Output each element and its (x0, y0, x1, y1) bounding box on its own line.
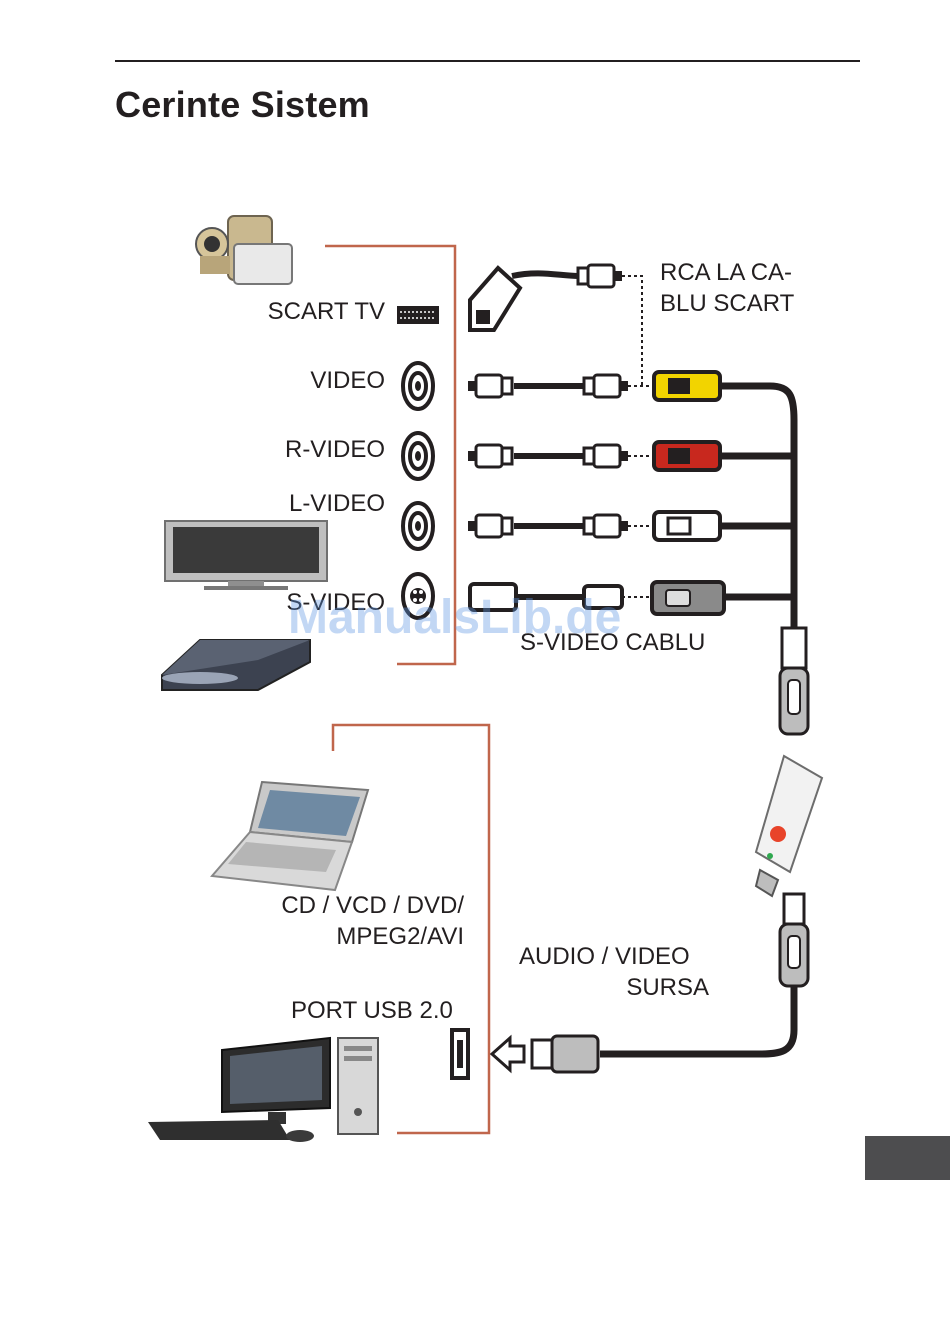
usb-port-icon (452, 1030, 468, 1078)
tv-icon (165, 521, 327, 590)
watermark: ManualsLib.de (288, 590, 621, 645)
label-source-2: SURSA (519, 973, 709, 1003)
page-tab (865, 1136, 950, 1180)
cable-row-r-video (468, 442, 792, 470)
scart-plug-icon (470, 265, 642, 386)
cable-row-video (468, 372, 770, 400)
cable-bundle (770, 386, 808, 734)
laptop-icon (212, 782, 368, 890)
label-formats-1: CD / VCD / DVD/ (230, 891, 464, 921)
desktop-computer-icon (148, 1038, 378, 1142)
rca-jack-icon (403, 433, 433, 479)
arrow-left-icon (492, 1038, 524, 1070)
label-formats-2: MPEG2/AVI (230, 922, 464, 952)
camcorder-icon (196, 216, 292, 284)
usb-grabber-icon (600, 756, 822, 1054)
label-r-video: R-VIDEO (230, 435, 385, 465)
cable-row-l-video (468, 512, 792, 540)
scart-connector-icon (397, 306, 439, 324)
rca-jack-icon (403, 363, 433, 409)
rca-jack-icon (403, 503, 433, 549)
label-source-1: AUDIO / VIDEO (519, 942, 690, 972)
label-scart-tv: SCART TV (230, 297, 385, 327)
dvd-player-icon (162, 640, 310, 690)
usb-plug-icon (532, 1036, 598, 1072)
label-video: VIDEO (230, 366, 385, 396)
label-usb-port: PORT USB 2.0 (291, 996, 453, 1026)
label-rca-scart-2: BLU SCART (660, 289, 794, 319)
label-l-video: L-VIDEO (230, 489, 385, 519)
label-rca-scart-1: RCA LA CA- (660, 258, 792, 288)
